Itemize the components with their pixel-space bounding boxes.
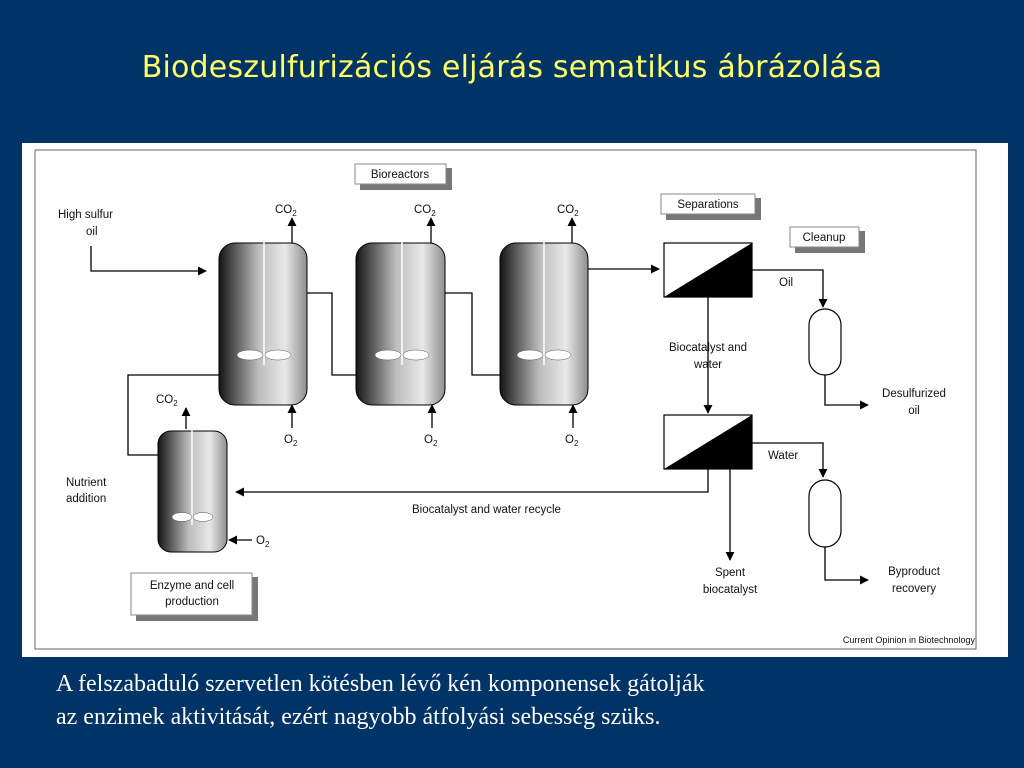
pipe-enzyme-to-reactor <box>127 374 219 456</box>
co2-label-2: CO2 <box>414 204 436 218</box>
desulfurized-label-line2: oil <box>908 405 920 417</box>
pipe-reactor2-3 <box>445 292 500 376</box>
biocatalyst-water-label-line1: Biocatalyst and <box>669 342 747 354</box>
water-label: Water <box>768 450 798 462</box>
co2-label-4: CO2 <box>156 394 178 408</box>
cleanup-column-2 <box>808 479 842 548</box>
separator-1 <box>663 242 753 298</box>
water-arrow <box>752 442 828 478</box>
caption-line-1: A felszabaduló szervetlen kötésben lévő … <box>56 671 705 697</box>
nutrient-label-line1: Nutrient <box>66 477 107 489</box>
o2-label-3: O2 <box>565 434 579 448</box>
cleanup-label: Cleanup <box>803 232 846 244</box>
high-sulfur-label-line1: High sulfur <box>58 209 113 221</box>
desulfurized-label-line1: Desulfurized <box>882 388 946 400</box>
recycle-arrow <box>235 469 709 497</box>
separations-tag: Separations <box>660 193 761 220</box>
source-credit: Current Opinion in Biotechnology <box>843 635 976 645</box>
enzyme-production-tag: Enzyme and cell production <box>130 572 258 621</box>
bioreactors-tag: Bioreactors <box>354 163 452 190</box>
cleanup-column-1 <box>808 308 842 376</box>
slide-title: Biodeszulfurizációs eljárás sematikus áb… <box>141 50 883 85</box>
o2-label-4: O2 <box>256 535 270 549</box>
pipe-reactor1-2 <box>307 292 356 376</box>
process-diagram-figure: Bioreactors Separations Cleanup Enzyme a… <box>22 143 1008 657</box>
co2-label-3: CO2 <box>557 204 579 218</box>
enzyme-label-line2: production <box>165 596 219 608</box>
bioreactor-1 <box>218 200 308 406</box>
o2-label-2: O2 <box>424 434 438 448</box>
spent-label-line1: Spent <box>715 567 746 579</box>
co2-label-1: CO2 <box>275 204 297 218</box>
byproduct-arrow <box>824 547 869 585</box>
feed-arrow <box>90 246 207 276</box>
byproduct-label-line2: recovery <box>892 583 936 595</box>
caption: A felszabaduló szervetlen kötésben lévő … <box>56 668 996 734</box>
separator-2 <box>663 414 753 470</box>
byproduct-label-line1: Byproduct <box>888 566 941 578</box>
recycle-label: Biocatalyst and water recycle <box>412 504 561 516</box>
enzyme-label-line1: Enzyme and cell <box>150 580 234 592</box>
spent-label-line2: biocatalyst <box>703 584 758 596</box>
high-sulfur-label-line2: oil <box>86 226 98 238</box>
oil-label: Oil <box>779 277 793 289</box>
desulfurized-arrow <box>824 375 869 410</box>
enzyme-production-vessel <box>157 398 228 553</box>
o2-label-1: O2 <box>284 434 298 448</box>
oil-arrow <box>752 269 828 308</box>
biocatalyst-water-label-line2: water <box>693 359 722 371</box>
bioreactor-3 <box>499 200 589 406</box>
caption-line-2: az enzimek aktivitását, ezért nagyobb át… <box>56 704 661 730</box>
cleanup-tag: Cleanup <box>789 226 865 253</box>
nutrient-label-line2: addition <box>66 493 106 505</box>
bioreactors-label: Bioreactors <box>371 169 429 181</box>
bioreactor-2 <box>355 200 446 406</box>
separations-label: Separations <box>677 199 739 211</box>
diagram-border <box>34 149 977 650</box>
process-diagram: Bioreactors Separations Cleanup Enzyme a… <box>34 149 977 650</box>
